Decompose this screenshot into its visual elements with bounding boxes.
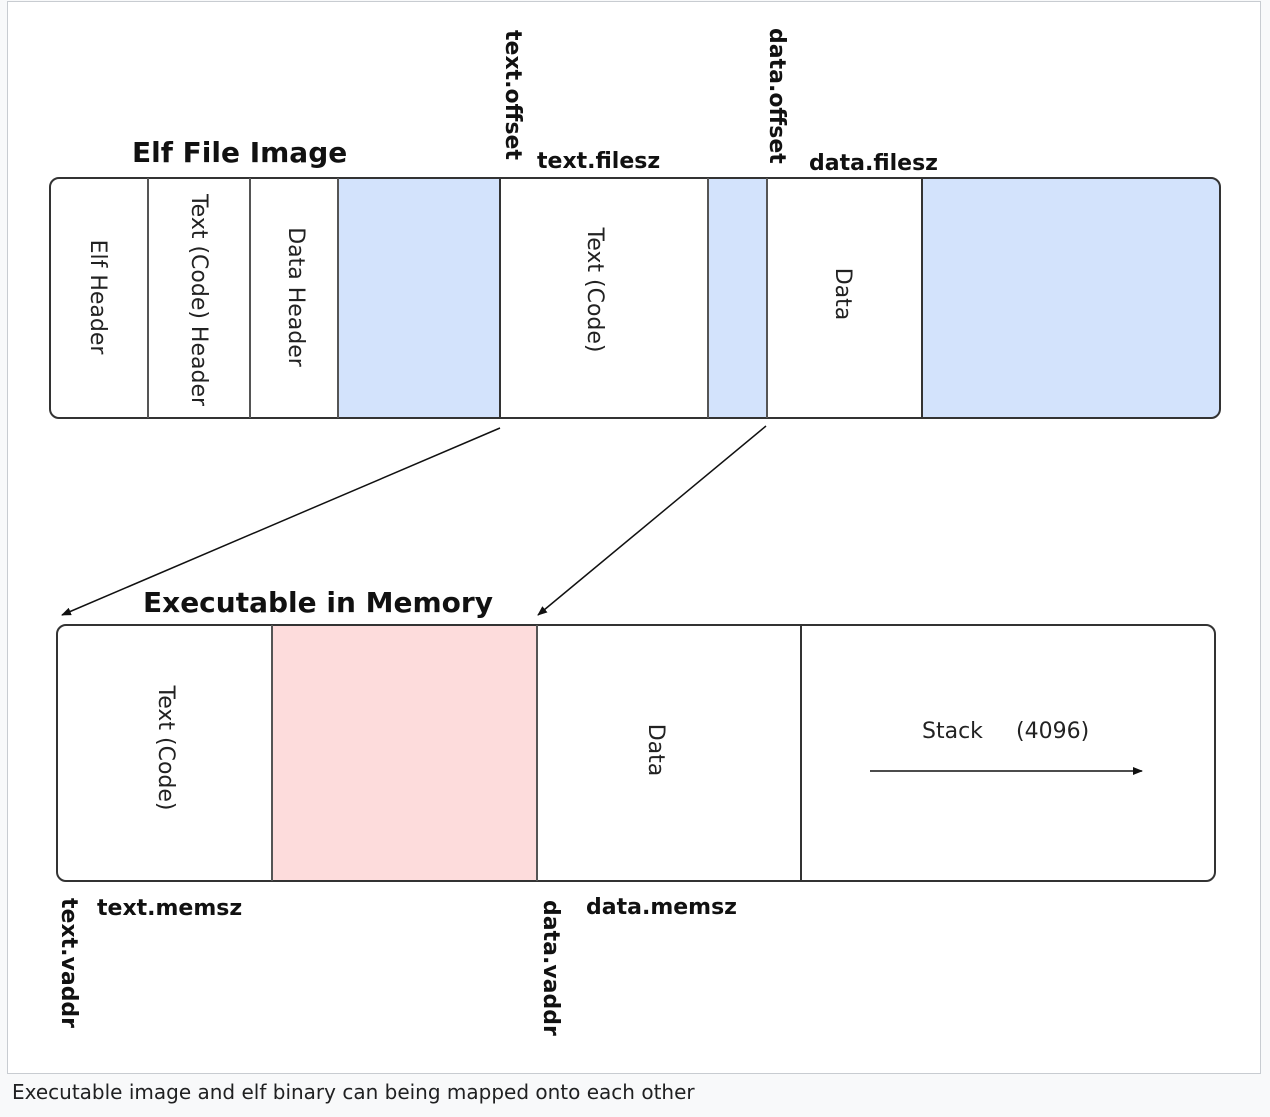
label-data-memsz: data.memsz: [586, 895, 737, 920]
memory-image-box: [56, 624, 1216, 882]
file-image-outline: [49, 177, 1221, 419]
segment-text-header: Text (Code) Header: [186, 193, 211, 407]
label-text-offset: text.offset: [500, 30, 525, 160]
label-text-filesz: text.filesz: [537, 149, 660, 174]
label-text-memsz: text.memsz: [97, 896, 242, 921]
stack-size: (4096): [1016, 719, 1089, 744]
memory-gap: [272, 625, 537, 881]
segment-memory-text-code: Text (Code): [153, 685, 178, 811]
file-padding-3: [922, 178, 1220, 418]
mapping-arrow-text: [61, 427, 501, 616]
file-image-box: [49, 177, 1221, 419]
elf-mapping-diagram: Elf File Image Elf Header Text (Code) He…: [49, 28, 1221, 1036]
segment-data-header: Data Header: [283, 227, 308, 368]
mapping-arrow-data: [537, 425, 767, 616]
segment-elf-header: Elf Header: [85, 240, 110, 356]
segment-stack: Stack: [922, 719, 983, 744]
label-data-vaddr: data.vaddr: [538, 900, 563, 1036]
segment-file-data: Data: [830, 268, 855, 321]
memory-title: Executable in Memory: [143, 586, 493, 619]
label-data-offset: data.offset: [764, 28, 789, 164]
figure-caption: Executable image and elf binary can bein…: [12, 1080, 695, 1104]
file-padding-1: [338, 178, 500, 418]
memory-image-outline: [56, 624, 1216, 882]
segment-file-text-code: Text (Code): [582, 227, 607, 353]
label-data-filesz: data.filesz: [809, 151, 938, 176]
file-padding-2: [708, 178, 767, 418]
segment-memory-data: Data: [643, 724, 668, 777]
file-image-title: Elf File Image: [132, 136, 347, 169]
label-text-vaddr: text.vaddr: [56, 898, 81, 1028]
